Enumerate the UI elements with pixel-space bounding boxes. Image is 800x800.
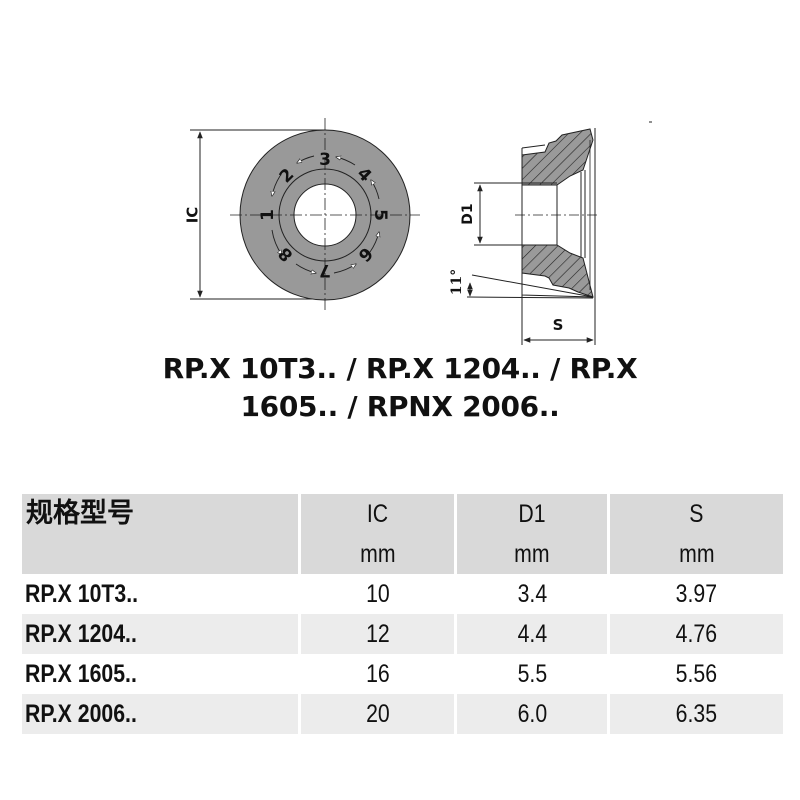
cell-model: RP.X 1204.. xyxy=(22,614,298,654)
cell-ic: 16 xyxy=(365,660,390,688)
d1-label: D1 xyxy=(460,203,476,224)
table-unit-row: mm mm mm xyxy=(22,534,783,574)
cell-ic: 10 xyxy=(365,580,390,608)
cell-d1: 6.0 xyxy=(457,694,607,734)
index-number-5: 5 xyxy=(370,209,390,221)
header-ic: IC xyxy=(301,494,454,534)
header-s: S xyxy=(610,494,783,534)
cell-model: RP.X 2006.. xyxy=(22,694,298,734)
section-upper-hatch xyxy=(521,128,594,186)
header-model: 规格型号 xyxy=(22,494,298,574)
dimensions-table: 规格型号 IC D1 S mm mm mm RP.X 10T3.. 10 3.4… xyxy=(19,494,786,734)
cell-model: RP.X 1605.. xyxy=(25,660,137,688)
cell-model: RP.X 10T3.. xyxy=(25,580,139,608)
table-row: RP.X 1605.. 16 5.5 5.56 xyxy=(22,654,783,694)
insert-technical-drawing: IC 1 2 3 4 5 6 7 8 xyxy=(184,118,652,345)
cell-d1: 5.5 xyxy=(517,660,547,688)
cell-ic: 12 xyxy=(301,614,454,654)
clearance-angle-label: 11° xyxy=(449,269,465,295)
index-number-1: 1 xyxy=(258,209,278,221)
header-d1: D1 xyxy=(457,494,607,534)
s-label: S xyxy=(553,316,564,334)
cell-ic: 20 xyxy=(301,694,454,734)
unit-ic: mm xyxy=(301,534,454,574)
table-header-row: 规格型号 IC D1 S xyxy=(22,494,783,574)
cell-s: 6.35 xyxy=(610,694,783,734)
index-number-7: 7 xyxy=(319,260,331,280)
cell-s: 5.56 xyxy=(675,660,718,688)
unit-d1: mm xyxy=(457,534,607,574)
cell-d1: 3.4 xyxy=(517,580,547,608)
index-number-3: 3 xyxy=(319,150,331,170)
table-row: RP.X 10T3.. 10 3.4 3.97 xyxy=(22,574,783,614)
section-lower-hatch xyxy=(521,244,594,298)
cell-s: 4.76 xyxy=(610,614,783,654)
cell-s: 3.97 xyxy=(675,580,718,608)
ic-label: IC xyxy=(184,207,202,224)
title-line-2: 1605.. / RPNX 2006.. xyxy=(240,390,560,423)
unit-s: mm xyxy=(610,534,783,574)
insert-section-view: D1 11° S xyxy=(449,121,652,345)
insert-top-view: IC 1 2 3 4 5 6 7 8 xyxy=(184,118,420,312)
table-row: RP.X 1204.. 12 4.4 4.76 xyxy=(22,614,783,654)
cell-d1: 4.4 xyxy=(457,614,607,654)
table-row: RP.X 2006.. 20 6.0 6.35 xyxy=(22,694,783,734)
title-line-1: RP.X 10T3.. / RP.X 1204.. / RP.X xyxy=(162,352,638,385)
